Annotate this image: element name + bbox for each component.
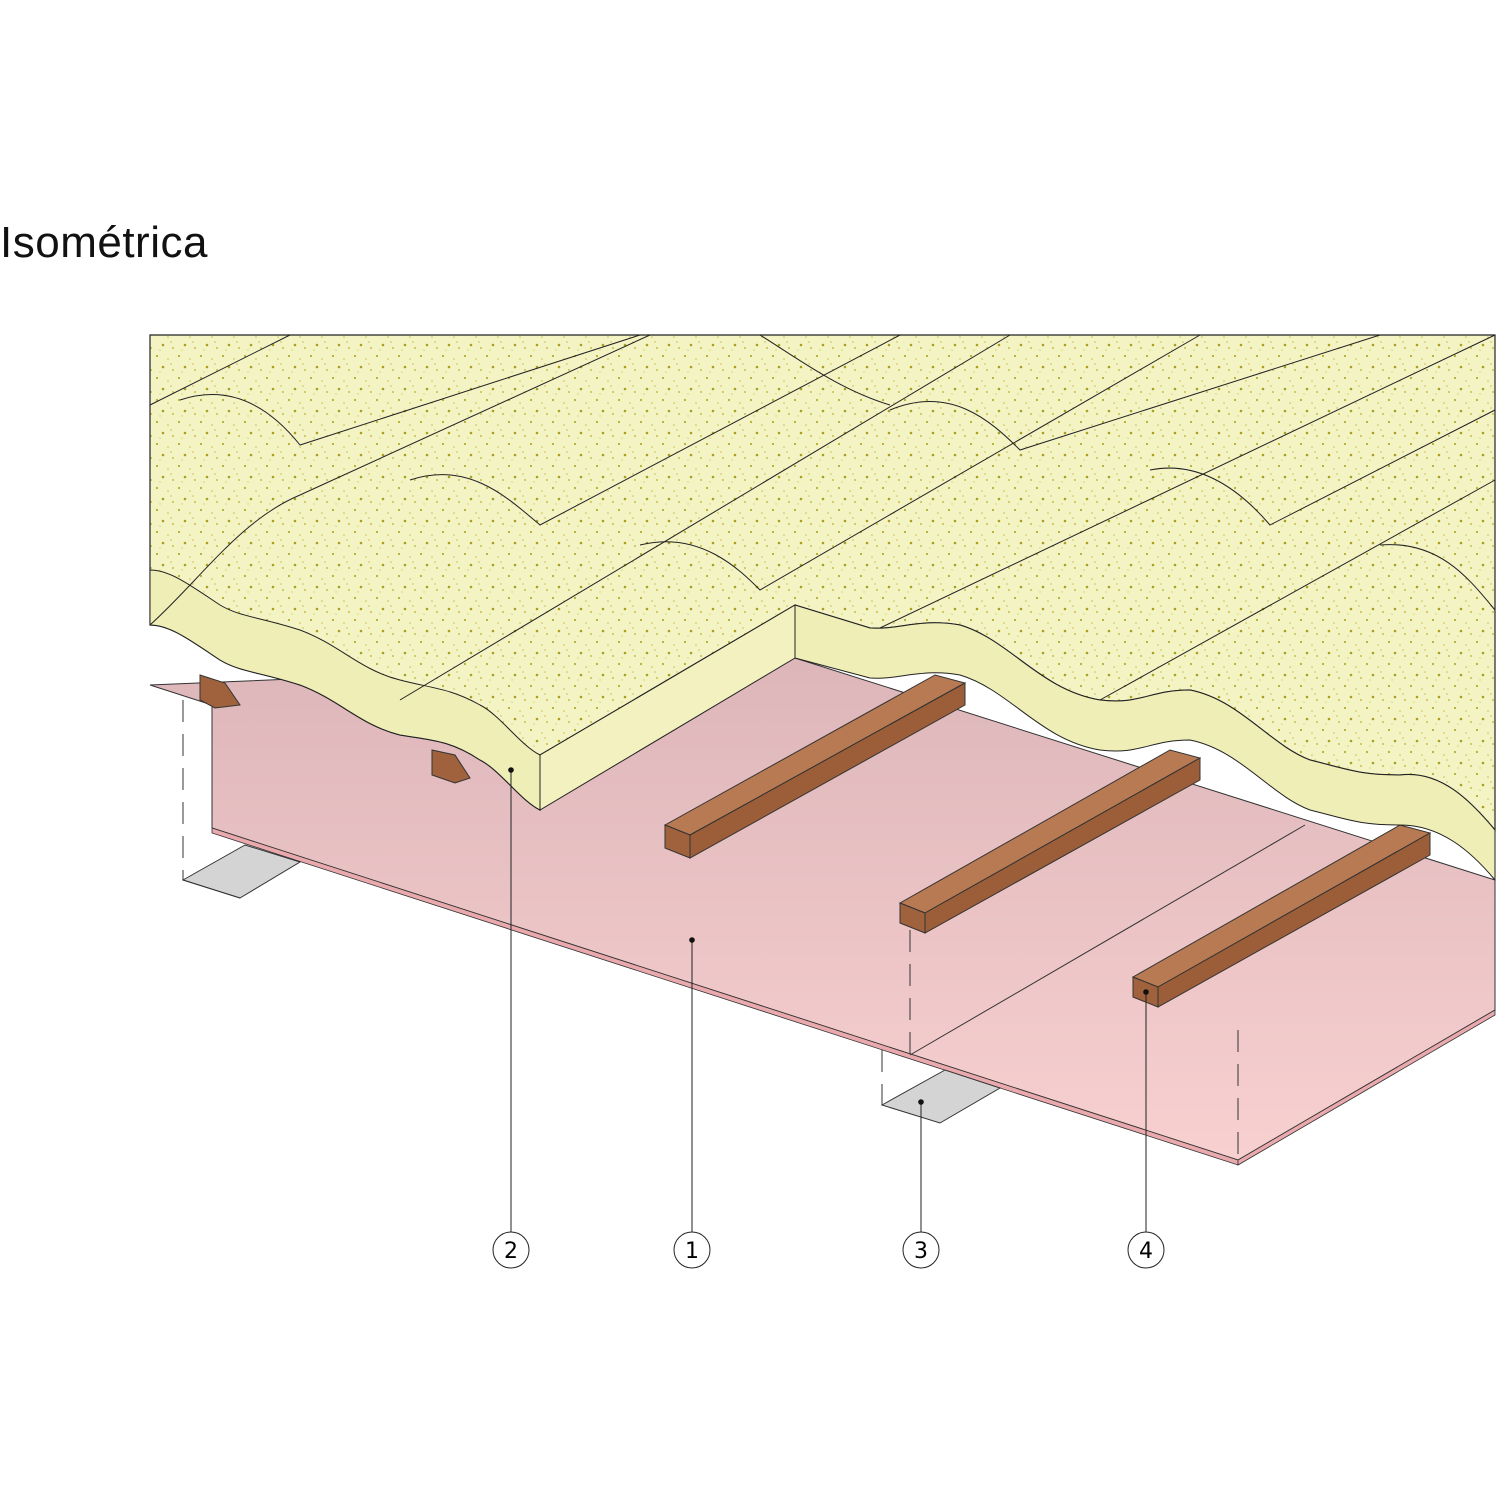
leader-lines (510, 770, 1147, 1232)
tile-ridge-lines (149, 334, 1496, 701)
callout-label: 3 (914, 1239, 928, 1264)
leader-dots (508, 767, 1149, 1105)
callout-3: 3 (902, 1231, 940, 1269)
batten (1131, 824, 1432, 1008)
callout-1: 1 (673, 1231, 711, 1269)
callout-label: 4 (1139, 1239, 1153, 1264)
callout-2: 2 (492, 1231, 530, 1269)
callout-label: 1 (685, 1239, 699, 1264)
metal-profile-left (181, 700, 302, 899)
roof-tiles (149, 334, 1496, 882)
battens (199, 674, 1432, 1008)
batten (663, 674, 967, 859)
callout-4: 4 (1127, 1231, 1165, 1269)
batten (898, 749, 1202, 934)
drawing-title: Isométrica (0, 218, 208, 267)
callout-label: 2 (504, 1239, 518, 1264)
